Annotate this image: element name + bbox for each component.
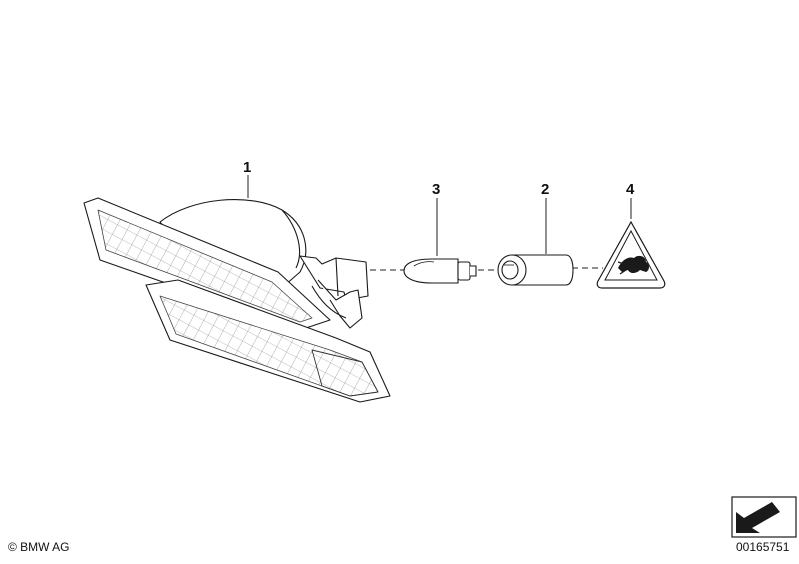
callout-2: 2: [541, 181, 550, 198]
hand-caution-triangle-icon: [596, 220, 666, 289]
document-number: 00165751: [736, 540, 790, 554]
bulb-socket: [497, 254, 574, 286]
leader-lines: [247, 175, 632, 271]
callout-1: 1: [243, 159, 252, 176]
copyright-notice: © BMW AG: [8, 540, 70, 554]
callout-3: 3: [432, 181, 441, 198]
callout-4: 4: [626, 181, 635, 198]
arrow-corner-icon: [731, 496, 797, 538]
side-indicator-lamp: [83, 197, 391, 403]
bulb: [403, 258, 477, 284]
